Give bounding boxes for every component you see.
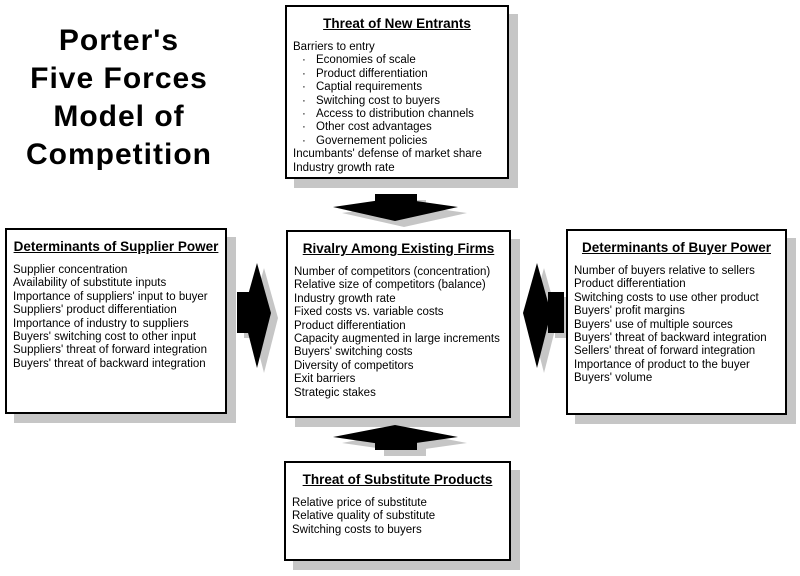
arrow-up-icon <box>333 425 467 456</box>
list-item: Industry growth rate <box>293 162 503 175</box>
box-threat-of-new-entrants: Threat of New Entrants Barriers to entry… <box>285 5 509 179</box>
list-item-text: Switching cost to buyers <box>316 94 441 107</box>
bullet-icon: · <box>302 67 306 80</box>
list-item: Diversity of competitors <box>294 359 414 372</box>
list-item: · Captial requirements <box>293 81 503 94</box>
list-item: Importance of suppliers' input to buyer <box>13 290 208 303</box>
list-item: Barriers to entry <box>293 41 503 54</box>
list-item: Switching costs to buyers <box>292 523 422 536</box>
list-item-text: Captial requirements <box>316 81 423 94</box>
diagram-title-line: Five Forces <box>30 62 208 95</box>
list-item: Relative quality of substitute <box>292 510 436 523</box>
box-determinants-of-buyer-power: Determinants of Buyer Power Number of bu… <box>566 229 787 415</box>
list-item: Importance of industry to suppliers <box>13 317 189 330</box>
arrow-body-shape <box>333 425 458 450</box>
box-title: Rivalry Among Existing Firms <box>302 241 495 256</box>
bullet-icon: · <box>302 81 306 94</box>
list-item: Relative size of competitors (balance) <box>294 279 486 292</box>
arrow-body-shape <box>523 263 564 368</box>
box-title: Determinants of Buyer Power <box>581 240 772 255</box>
list-item: Exit barriers <box>294 373 356 386</box>
bullet-icon: · <box>302 134 306 147</box>
box-threat-of-substitute-products: Threat of Substitute Products Relative p… <box>284 461 511 561</box>
box-body: Supplier concentration Availability of s… <box>7 264 225 371</box>
list-item: Incumbants' defense of market share <box>293 148 503 161</box>
list-item: Availability of substitute inputs <box>13 277 167 290</box>
list-item: · Product differentiation <box>293 68 503 81</box>
list-item: Relative price of substitute <box>292 497 427 509</box>
list-item: Number of buyers relative to sellers <box>574 265 755 277</box>
list-item: Suppliers' product differentiation <box>13 304 177 317</box>
bullet-icon: · <box>302 54 306 67</box>
list-item-text: Economies of scale <box>316 54 416 67</box>
box-title: Threat of New Entrants <box>323 16 471 31</box>
list-item: Supplier concentration <box>13 264 128 276</box>
list-item-text: Barriers to entry <box>293 41 375 53</box>
bullet-icon: · <box>302 121 306 134</box>
list-item-text: Other cost advantages <box>316 121 432 134</box>
list-item: Industry growth rate <box>294 292 396 305</box>
list-item: · Economies of scale <box>293 54 503 67</box>
box-rivalry-among-existing-firms: Rivalry Among Existing Firms Number of c… <box>286 230 511 418</box>
arrow-body-shape <box>333 194 458 221</box>
box-body: Number of competitors (concentration) Re… <box>288 266 509 400</box>
list-item: Product differentiation <box>294 319 406 332</box>
list-item-text: Industry growth rate <box>293 161 395 174</box>
box-body: Barriers to entry · Economies of scale · P… <box>287 41 507 175</box>
box-body: Relative price of substitute Relative qu… <box>286 497 509 537</box>
box-title: Threat of Substitute Products <box>302 472 493 487</box>
list-item-text: Product differentiation <box>316 67 428 80</box>
list-item: · Other cost advantages <box>293 121 503 134</box>
list-item: Number of competitors (concentration) <box>294 266 491 278</box>
box-title: Determinants of Supplier Power <box>13 239 219 254</box>
diagram-title-line: Model of <box>53 100 185 133</box>
list-item-text: Governement policies <box>316 134 428 147</box>
diagram-title-line: Porter's <box>58 24 180 57</box>
list-item: Buyers' threat of backward integration <box>13 357 206 370</box>
box-body: Number of buyers relative to sellers Pro… <box>568 265 785 386</box>
list-item: Buyers' threat of backward integration <box>574 332 767 345</box>
list-item: Switching costs to use other product <box>574 291 759 304</box>
list-item: Product differentiation <box>574 278 686 291</box>
bullet-icon: · <box>302 108 306 121</box>
list-item: Buyers' use of multiple sources <box>574 318 733 331</box>
list-item: Capacity augmented in large increments <box>294 333 500 346</box>
diagram-title: Porter's Five Forces Model of Competitio… <box>8 22 230 174</box>
list-item: · Switching cost to buyers <box>293 95 503 108</box>
box-determinants-of-supplier-power: Determinants of Supplier Power Supplier … <box>5 228 227 414</box>
list-item: Buyers' switching costs <box>294 346 413 359</box>
list-item: Importance of product to the buyer <box>574 358 750 371</box>
diagram-title-line: Competition <box>26 138 212 171</box>
list-item: Sellers' threat of forward integration <box>574 345 756 358</box>
list-item: Buyers' profit margins <box>574 305 685 318</box>
list-item: Strategic stakes <box>294 386 376 399</box>
list-item: · Access to distribution channels <box>293 108 503 121</box>
arrow-right-icon <box>237 263 278 373</box>
list-item-text: Incumbants' defense of market share <box>293 148 482 161</box>
list-item: Buyers' switching cost to other input <box>13 331 197 344</box>
list-item-text: Access to distribution channels <box>316 108 474 121</box>
list-item: Buyers' volume <box>574 372 653 385</box>
list-item: Suppliers' threat of forward integration <box>13 344 207 357</box>
bullet-icon: · <box>302 94 306 107</box>
list-item: · Governement policies <box>293 135 503 148</box>
arrow-down-icon <box>333 194 467 227</box>
list-item: Fixed costs vs. variable costs <box>294 306 444 319</box>
arrow-body-shape <box>237 263 271 368</box>
arrow-left-icon <box>523 263 566 373</box>
